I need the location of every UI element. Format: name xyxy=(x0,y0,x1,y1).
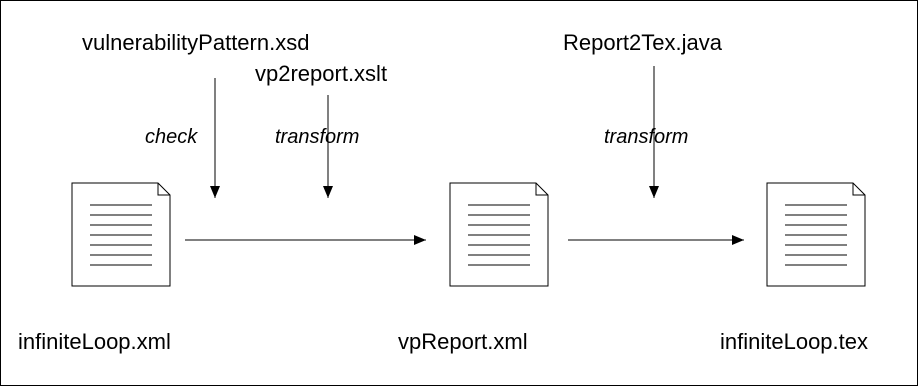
schema-label: vulnerabilityPattern.xsd xyxy=(82,30,309,55)
output-file-label: infiniteLoop.tex xyxy=(720,329,868,354)
input-document-icon xyxy=(71,182,171,287)
transform-label-1: transform xyxy=(275,126,359,148)
report-file-label: vpReport.xml xyxy=(398,329,528,354)
input-file-label: infiniteLoop.xml xyxy=(18,329,171,354)
check-label: check xyxy=(145,126,198,148)
report-document-icon xyxy=(449,182,549,287)
converter-label: Report2Tex.java xyxy=(563,30,723,55)
output-document-icon xyxy=(766,182,866,287)
stylesheet-label: vp2report.xslt xyxy=(255,61,387,86)
transform-label-2: transform xyxy=(604,126,688,148)
